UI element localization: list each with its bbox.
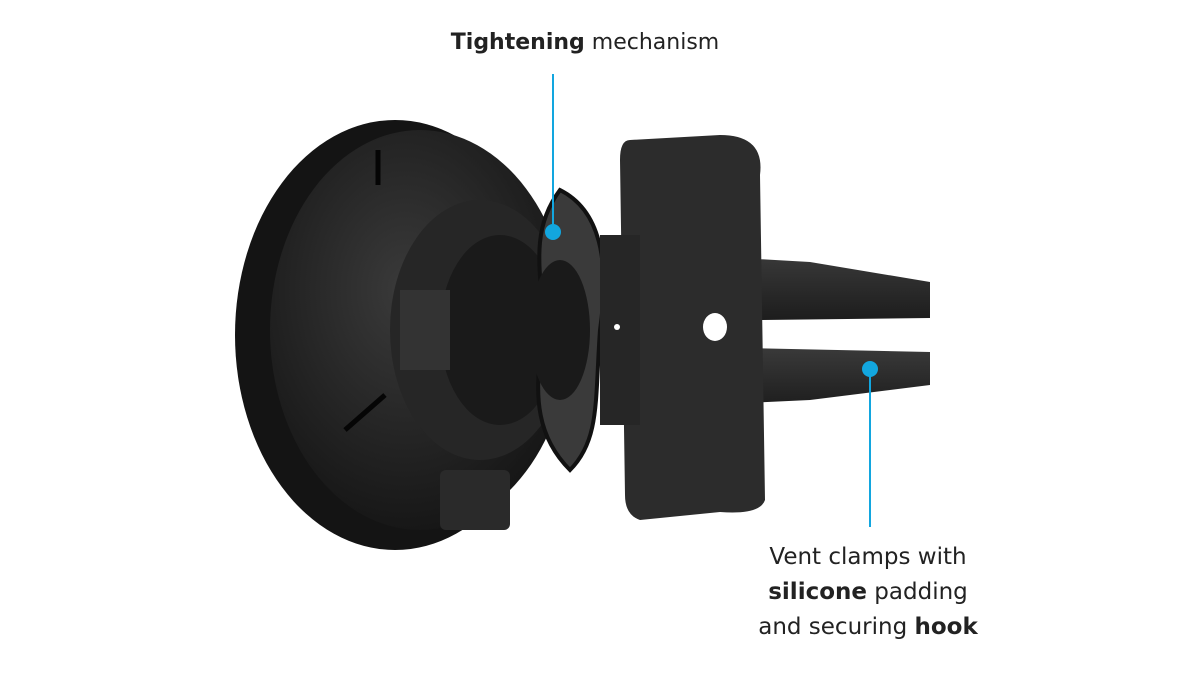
label-line-3: and securing hook bbox=[718, 610, 1018, 645]
label-text: padding bbox=[866, 579, 968, 605]
clamps-callout-dot bbox=[862, 361, 878, 377]
label-text: and securing bbox=[758, 614, 915, 640]
label-text: mechanism bbox=[584, 30, 720, 55]
label-bold: silicone bbox=[768, 579, 867, 605]
label-bold: hook bbox=[914, 614, 978, 640]
tightening-callout-dot bbox=[545, 224, 561, 240]
tightening-mechanism-label: Tightening mechanism bbox=[385, 30, 785, 55]
vent-clamps-label: Vent clamps with silicone padding and se… bbox=[718, 540, 1018, 645]
clamp-plate bbox=[620, 135, 765, 520]
label-bold: Tightening bbox=[450, 30, 585, 55]
label-line-1: Vent clamps with bbox=[769, 544, 967, 570]
label-line-2: silicone padding bbox=[718, 575, 1018, 610]
